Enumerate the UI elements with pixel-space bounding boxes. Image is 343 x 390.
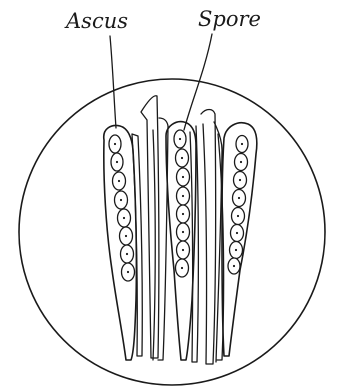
paraphysis (141, 96, 159, 358)
spore-row (228, 136, 248, 275)
spore-nucleus (179, 138, 181, 140)
ascus-right (222, 123, 257, 356)
spore-nucleus (182, 249, 184, 251)
paraphysis (153, 130, 155, 360)
spore-nucleus (236, 232, 238, 234)
spore-nucleus (240, 161, 242, 163)
spore-nucleus (239, 179, 241, 181)
spore-nucleus (123, 217, 125, 219)
spore-nucleus (116, 161, 118, 163)
spore-nucleus (181, 267, 183, 269)
spore-nucleus (182, 231, 184, 233)
spore-nucleus (125, 235, 127, 237)
spore-nucleus (181, 157, 183, 159)
paraphysis (201, 110, 216, 365)
spore-nucleus (235, 249, 237, 251)
spore-nucleus (126, 253, 128, 255)
spore-nucleus (182, 176, 184, 178)
spore-nucleus (114, 143, 116, 145)
spore-nucleus (237, 215, 239, 217)
spore-label: Spore (198, 7, 261, 31)
spore-row (174, 130, 190, 277)
spore-nucleus (127, 271, 129, 273)
spore-nucleus (233, 265, 235, 267)
ascus-left (104, 126, 137, 360)
spore-nucleus (182, 195, 184, 197)
spore-nucleus (182, 213, 184, 215)
spore-row (109, 135, 135, 281)
spore-nucleus (118, 180, 120, 182)
ascus-leader-line (110, 36, 116, 128)
spore-nucleus (120, 199, 122, 201)
ascus-label: Ascus (64, 9, 128, 33)
spore-nucleus (241, 143, 243, 145)
spore-nucleus (238, 197, 240, 199)
